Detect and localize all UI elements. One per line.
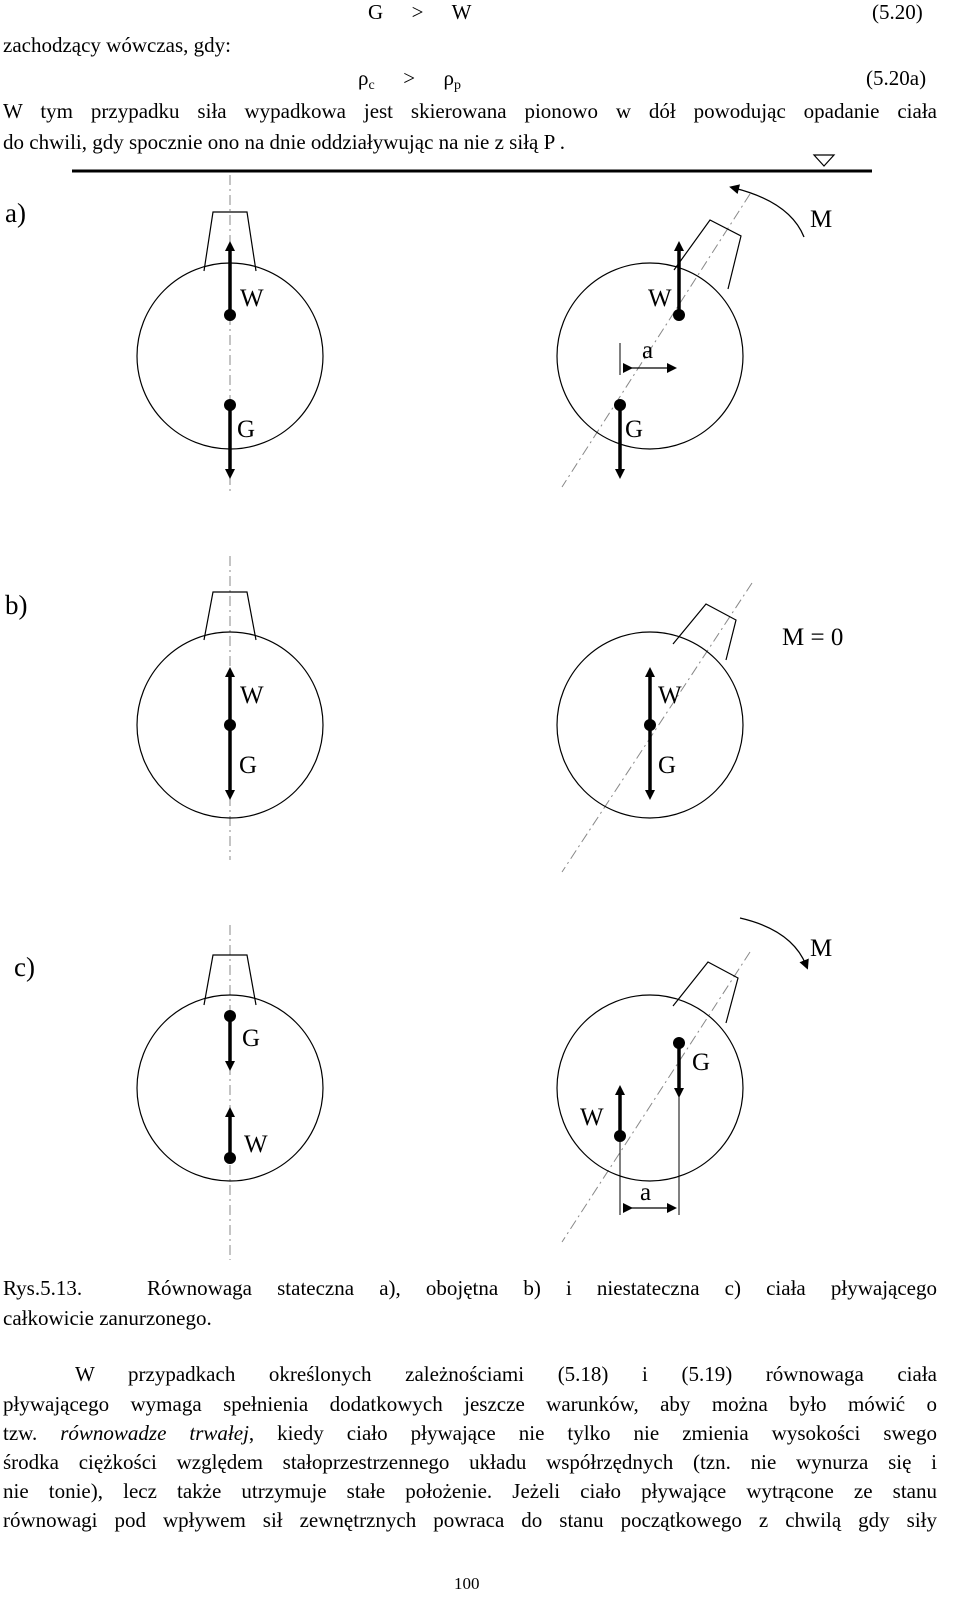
eq2-lhs: ρ	[358, 66, 369, 90]
panel-a-offset-label: a	[642, 337, 653, 364]
panel-b-w-label-right: W	[658, 682, 682, 709]
panel-c-body-tilted: G W a M	[556, 917, 832, 1243]
panel-b-w-label-left: W	[240, 682, 264, 709]
para2-line5: nie tonie), lecz także utrzymuje stałe p…	[3, 1479, 937, 1503]
figure-caption-line1: Równowaga stateczna a), obojętna b) i ni…	[147, 1276, 937, 1300]
panel-a-body-upright: W G	[136, 175, 324, 495]
equation-5-20: G > W	[368, 0, 471, 24]
panel-c-g-label-right: G	[692, 1049, 710, 1076]
panel-c-offset-label: a	[640, 1179, 651, 1206]
panel-a-g-label-left: G	[237, 416, 255, 443]
panel-a-g-label-right: G	[625, 416, 643, 443]
eq1-operator: >	[411, 0, 424, 24]
figure-caption-line2: całkowicie zanurzonego.	[3, 1306, 212, 1330]
para2-line3: tzw. równowadze trwałej, kiedy ciało pły…	[3, 1421, 937, 1445]
panel-a-w-label-left: W	[240, 285, 264, 312]
panel-b-g-label-left: G	[239, 752, 257, 779]
equation-5-20a-number: (5.20a)	[866, 66, 927, 90]
eq2-rhs-sub: p	[454, 78, 462, 93]
panel-b: b) W G W G M = 0	[5, 556, 843, 873]
para1-line1: W tym przypadku siła wypadkowa jest skie…	[3, 99, 937, 123]
term-rownowaga-trwala: równowadze trwałej	[60, 1421, 249, 1445]
figure-rys-5-13: a) W G W G a	[5, 154, 872, 1260]
panel-c: c) G W G W a	[14, 917, 832, 1260]
para2-line1: W przypadkach określonych zależnościami …	[75, 1362, 937, 1386]
eq2-rhs: ρ	[443, 66, 455, 90]
water-level-triangle-icon	[812, 154, 836, 167]
panel-b-body-tilted: W G M = 0	[556, 582, 843, 873]
panel-b-body-upright: W G	[136, 556, 324, 860]
eq1-lhs: G	[368, 0, 384, 24]
panel-a-moment-arc	[729, 184, 805, 238]
panel-c-moment-arc	[739, 917, 809, 970]
page-number: 100	[454, 1574, 480, 1593]
panel-a: a) W G W G a	[5, 175, 832, 495]
panel-b-label: b)	[5, 590, 28, 620]
equation-5-20a: ρc > ρp	[358, 66, 461, 98]
eq1-rhs: W	[451, 0, 472, 24]
para2-line4: środka ciężkości względem stałoprzestrze…	[3, 1450, 937, 1474]
para1-line2: do chwili, gdy spocznie ono na dnie oddz…	[3, 130, 565, 154]
panel-c-body-upright: G W	[136, 925, 324, 1260]
panel-a-label: a)	[5, 198, 26, 228]
equation-5-20-number: (5.20)	[872, 0, 923, 24]
para2-line2: pływającego wymaga spełnienia dodatkowyc…	[3, 1392, 937, 1416]
panel-c-w-label-right: W	[580, 1104, 604, 1131]
panel-a-moment-label: M	[810, 206, 832, 233]
water-surface	[72, 154, 872, 173]
panel-a-body-tilted: W G a M	[556, 184, 832, 488]
panel-c-moment-label: M	[810, 935, 832, 962]
panel-a-w-label-right: W	[648, 285, 672, 312]
eq2-lhs-sub: c	[368, 78, 375, 93]
para2-line3-start: tzw.	[3, 1421, 38, 1445]
eq2-operator: >	[403, 66, 416, 90]
panel-b-g-label-right: G	[658, 752, 676, 779]
panel-c-g-label-left: G	[242, 1025, 260, 1052]
figure-caption-label: Rys.5.13.	[3, 1276, 83, 1300]
panel-c-w-label-left: W	[244, 1131, 268, 1158]
intro-text: zachodzący wówczas, gdy:	[3, 33, 231, 57]
para2-line6: równowagi pod wpływem sił zewnętrznych p…	[3, 1508, 937, 1532]
panel-c-label: c)	[14, 952, 35, 982]
panel-b-moment-label: M = 0	[782, 624, 843, 651]
para2-line3-end: , kiedy ciało pływające nie tylko nie zm…	[248, 1421, 937, 1445]
